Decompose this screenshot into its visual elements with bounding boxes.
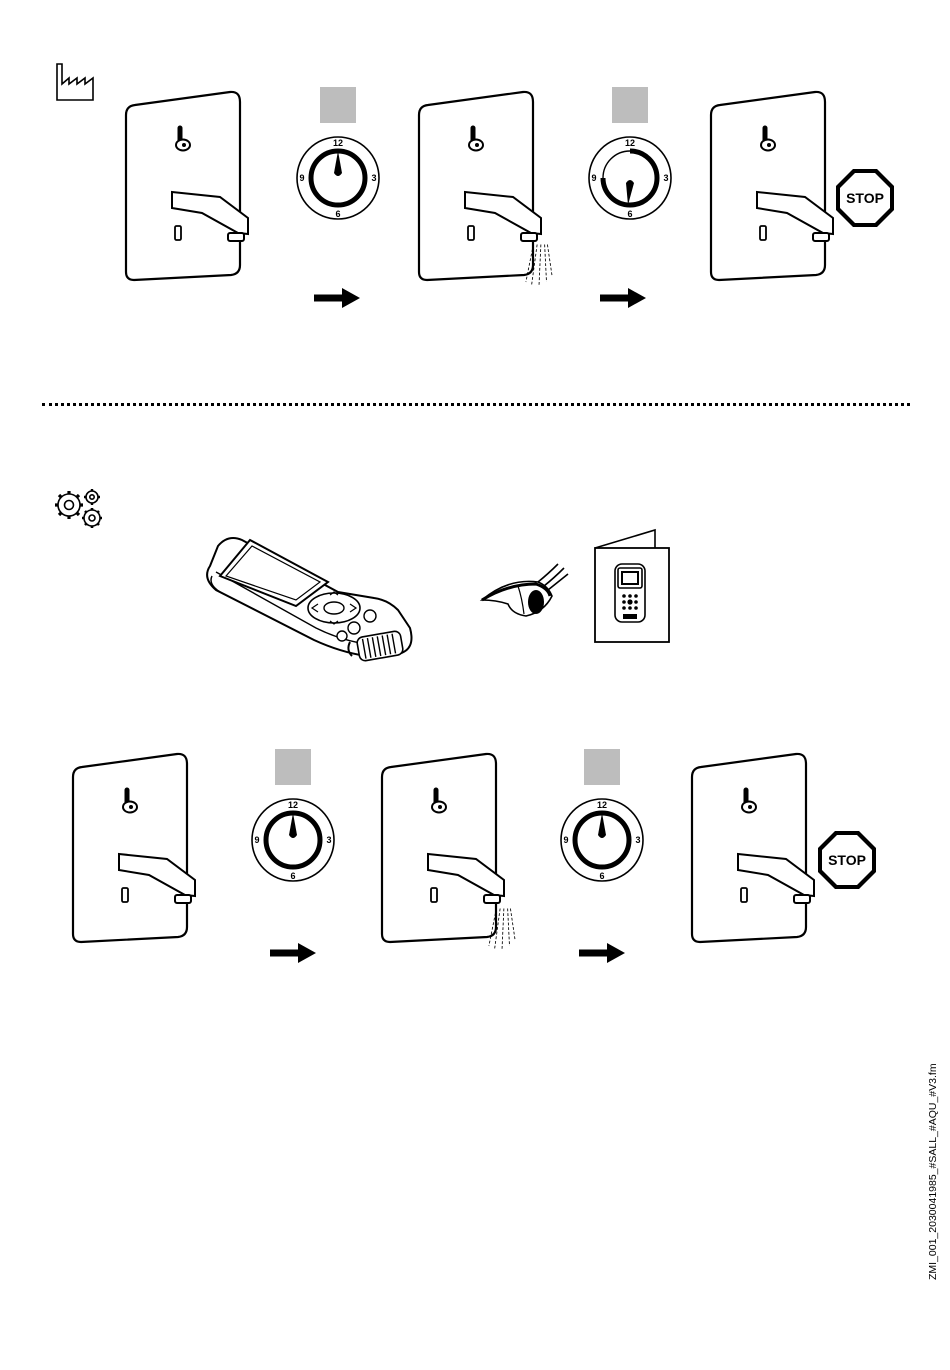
grey-marker-4 (584, 749, 620, 785)
faucet-plate-3 (705, 90, 845, 285)
timer-dial-1: 12 3 6 9 (295, 135, 381, 221)
grey-marker-3 (275, 749, 311, 785)
timer-dial-3: 12 3 6 9 (250, 797, 336, 883)
dial-6: 6 (335, 209, 340, 219)
water-stream-2 (487, 906, 517, 956)
dial-3: 3 (663, 173, 668, 183)
factory-icon (55, 60, 97, 102)
arrow-right-icon (579, 941, 629, 965)
grey-marker-2 (612, 87, 648, 123)
stop-label: STOP (828, 852, 866, 868)
manual-booklet-icon (593, 528, 671, 644)
dial-6: 6 (599, 871, 604, 881)
water-stream-1 (524, 242, 554, 292)
stop-sign-icon: STOP (835, 168, 895, 228)
grey-marker-1 (320, 87, 356, 123)
stop-sign-icon: STOP (817, 830, 877, 890)
gears-icon (52, 488, 108, 530)
eye-icon (478, 560, 572, 620)
dial-12: 12 (625, 138, 635, 148)
dial-3: 3 (371, 173, 376, 183)
faucet-plate-6 (686, 752, 826, 947)
faucet-plate-1 (120, 90, 260, 285)
dial-12: 12 (597, 800, 607, 810)
faucet-plate-4 (67, 752, 207, 947)
dial-9: 9 (299, 173, 304, 183)
dial-9: 9 (591, 173, 596, 183)
dial-9: 9 (563, 835, 568, 845)
timer-dial-4: 12 3 6 9 (559, 797, 645, 883)
dial-12: 12 (288, 800, 298, 810)
arrow-right-icon (314, 286, 364, 310)
arrow-right-icon (600, 286, 650, 310)
dial-12: 12 (333, 138, 343, 148)
dial-6: 6 (627, 209, 632, 219)
remote-control-icon (198, 532, 420, 672)
arrow-right-icon (270, 941, 320, 965)
dial-9: 9 (254, 835, 259, 845)
stop-label: STOP (846, 190, 884, 206)
dial-3: 3 (635, 835, 640, 845)
section-divider (42, 403, 910, 406)
file-code: ZMI_001_2030041985_#SALL_#AQU_#V3.fm (927, 1063, 939, 1280)
dial-6: 6 (290, 871, 295, 881)
timer-dial-2: 12 3 6 9 (587, 135, 673, 221)
dial-3: 3 (326, 835, 331, 845)
